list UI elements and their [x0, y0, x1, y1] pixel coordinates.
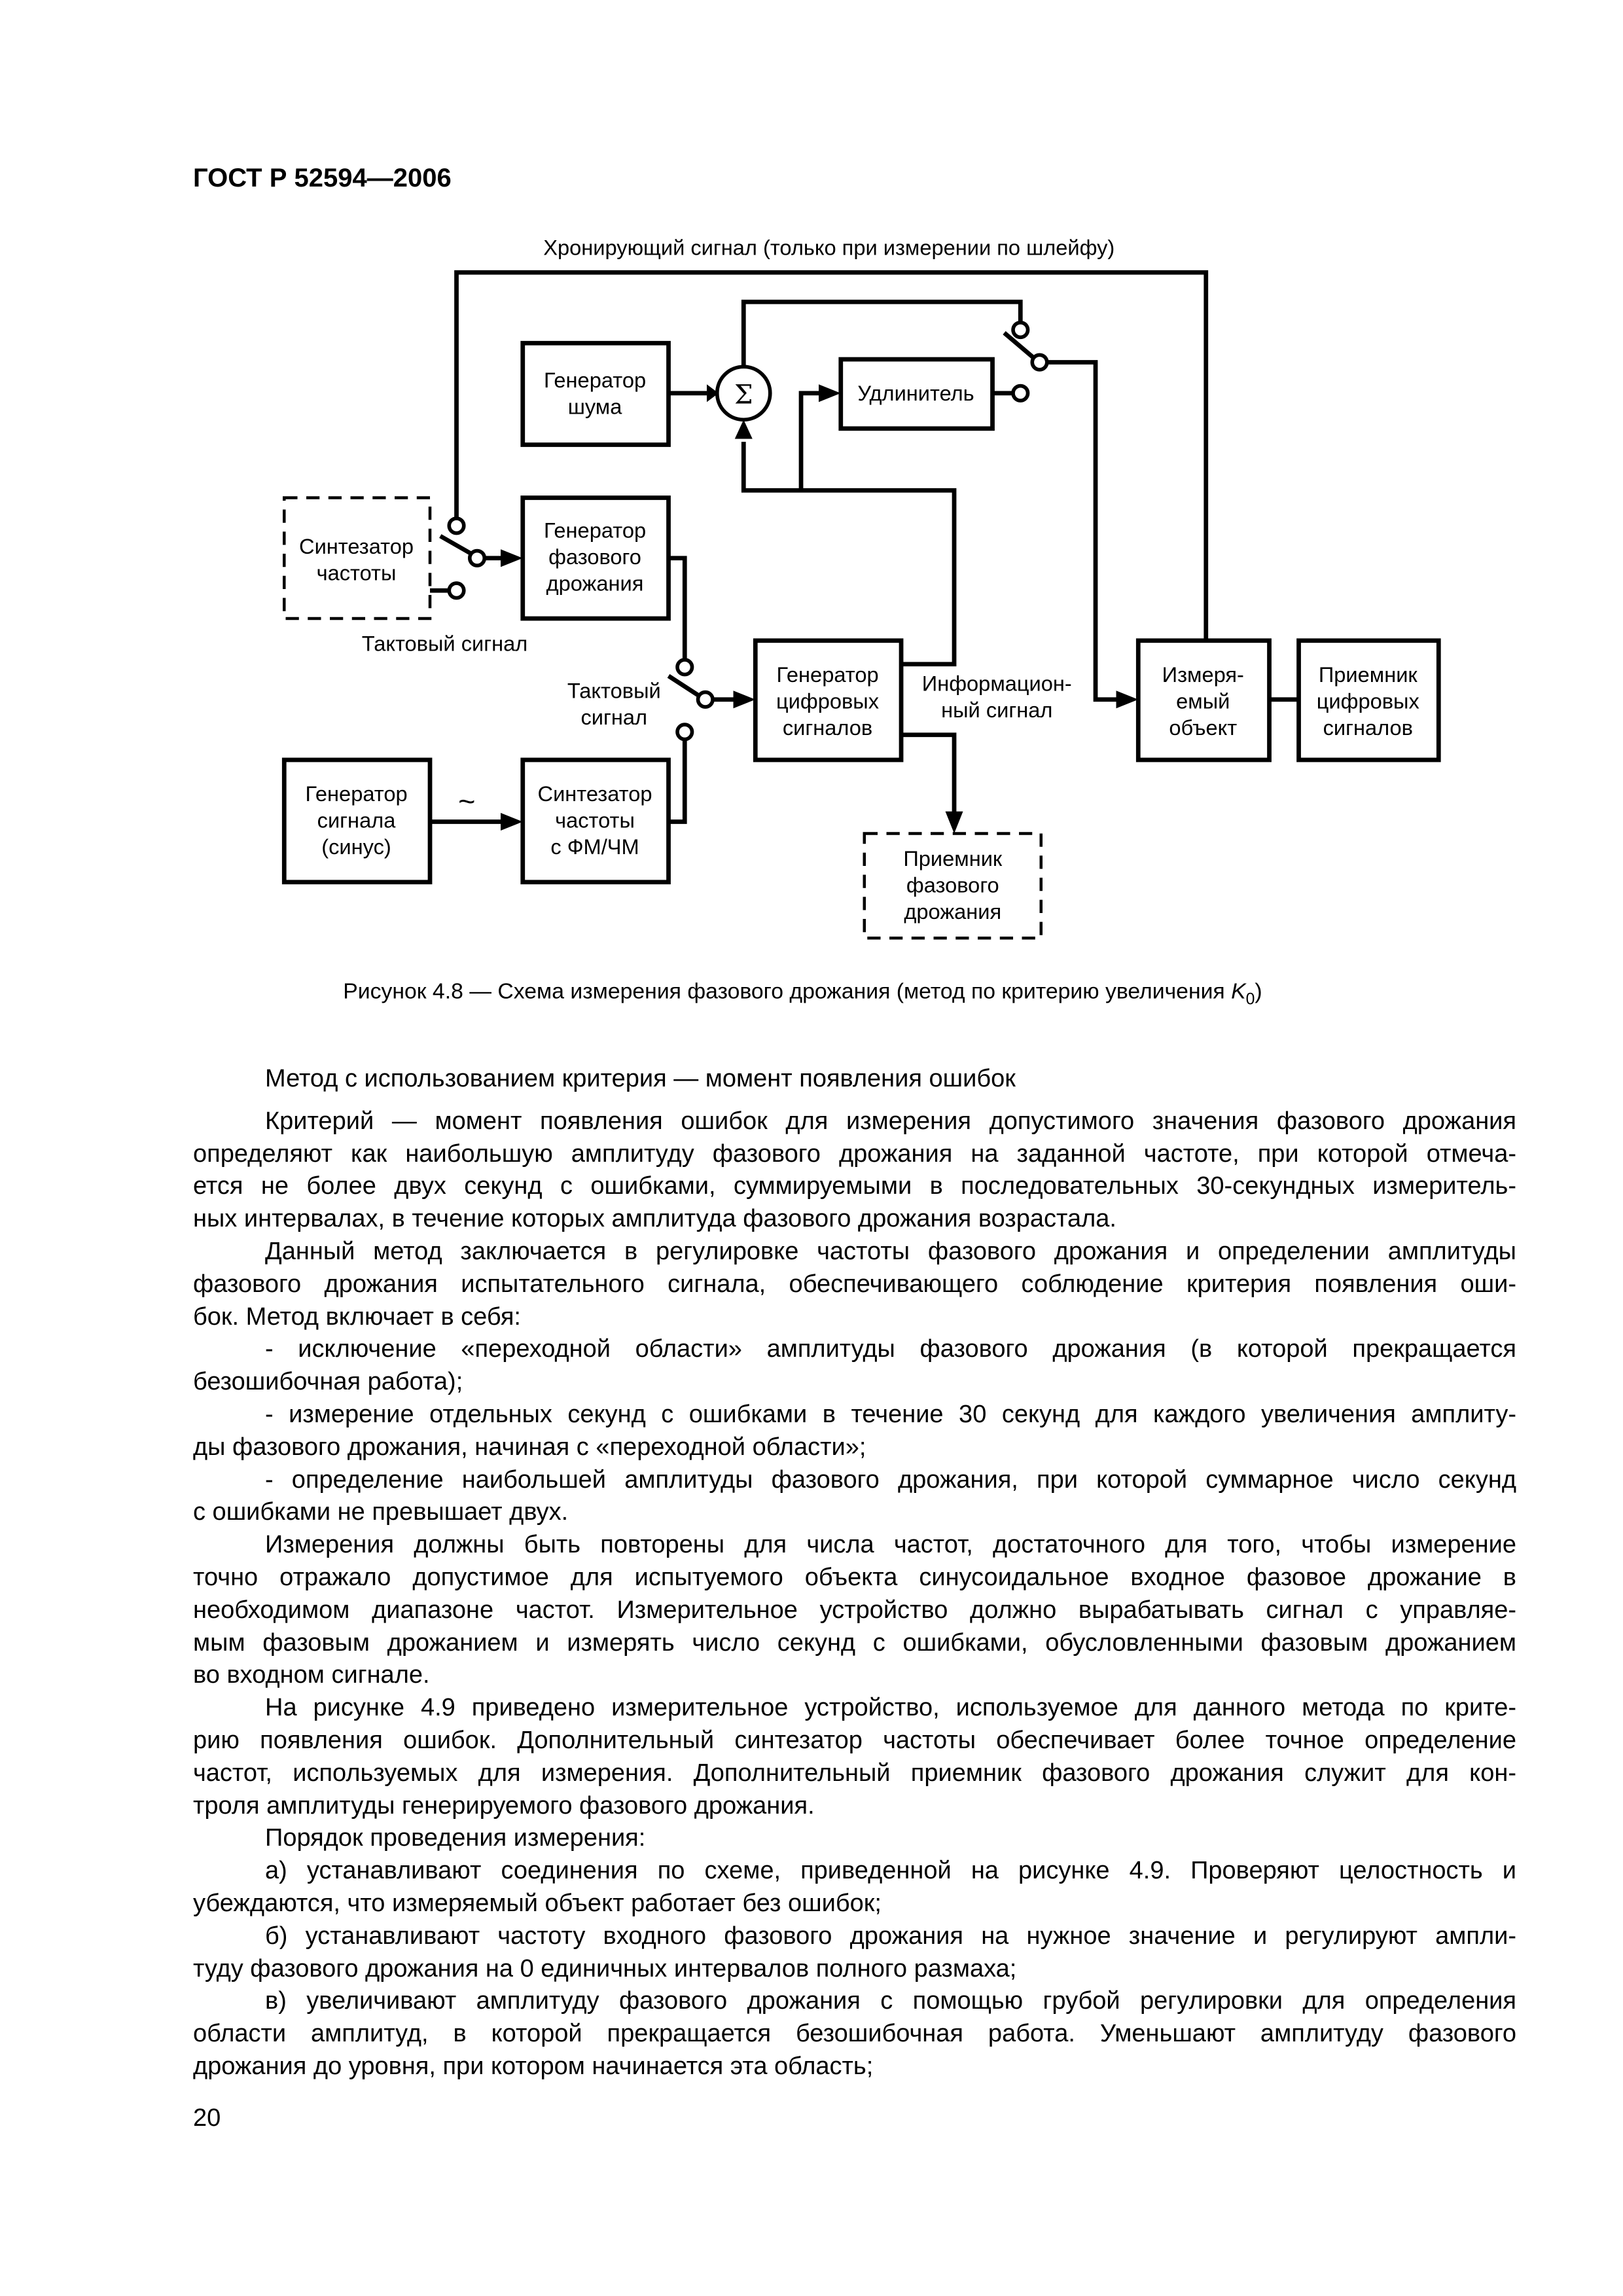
sync-loop-line	[454, 270, 1209, 641]
paragraph-line: необходимом диапазоне частот. Измеритель…	[193, 1596, 1516, 1624]
jitter-gen-out-line	[668, 556, 687, 660]
switch2-contact-pivot	[1030, 353, 1049, 372]
block-digital-gen	[753, 638, 904, 762]
paragraph-line: точно отражало допустимое для испытуемог…	[193, 1563, 1516, 1591]
paragraph-line: Метод с использованием критерия — момент…	[265, 1065, 1016, 1092]
paragraph-line: - исключение «переходной области» амплит…	[265, 1335, 1516, 1363]
arrow-icon	[819, 384, 841, 403]
paragraph-line: частот, используемых для измерения. Допо…	[193, 1759, 1516, 1787]
paragraph-line: во входном сигнале.	[193, 1661, 430, 1689]
paragraph-line: Критерий — момент появления ошибок для и…	[265, 1107, 1516, 1135]
paragraph-line: - определение наибольшей амплитуды фазов…	[265, 1465, 1516, 1494]
paragraph-line: Порядок проведения измерения:	[265, 1824, 646, 1852]
switch3-contact-top	[675, 658, 694, 677]
arrow-icon	[1116, 691, 1139, 709]
switch3-contact-bottom	[675, 723, 694, 742]
arrow-icon	[501, 813, 523, 831]
paragraph-line: Данный метод заключается в регулировке ч…	[265, 1237, 1516, 1265]
paragraph-line: дрожания до уровня, при котором начинает…	[193, 2052, 874, 2080]
switch3-lever	[667, 673, 700, 697]
switch3-contact-pivot	[696, 690, 715, 709]
figure-caption: Рисунок 4.8 — Схема измерения фазового д…	[343, 979, 1262, 1009]
document-header: ГОСТ Р 52594—2006	[193, 164, 452, 192]
paragraph-line: бок. Метод включает в себя:	[193, 1302, 521, 1331]
switch1-contact-top	[447, 516, 466, 535]
paragraph-line: б) устанавливают частоту входного фазово…	[265, 1922, 1516, 1950]
switch1-lever	[439, 534, 473, 556]
arrow-icon	[501, 549, 523, 567]
page-number: 20	[193, 2104, 221, 2132]
paragraph-line: - измерение отдельных секунд с ошибками …	[265, 1400, 1516, 1428]
block-jitter-rx	[863, 832, 1043, 940]
bypass-line	[741, 299, 1023, 367]
arrow-icon	[707, 384, 719, 403]
info-signal-label: Информацион-ный сигнал	[922, 671, 1072, 722]
body-text: Метод с использованием критерия — момент…	[193, 1063, 1516, 2083]
paragraph-line: ных интервалах, в течение которых амплит…	[193, 1205, 1116, 1233]
block-freq-synth	[283, 496, 432, 620]
paragraph-line: мым фазовым дрожанием и измерять число с…	[193, 1628, 1516, 1657]
paragraph-line: убеждаются, что измеряемый объект работа…	[193, 1889, 882, 1917]
paragraph-line: безошибочная работа);	[193, 1368, 463, 1396]
sum-symbol: Σ	[734, 379, 753, 410]
switch1-contact-pivot	[467, 548, 487, 567]
arrow-icon	[945, 811, 963, 834]
fm-synth-out-line	[668, 739, 687, 824]
switch1-contact-bottom	[447, 581, 466, 600]
paragraph-line: с ошибками не превышает двух.	[193, 1498, 569, 1526]
switch2-contact-top	[1011, 320, 1030, 340]
paragraph-line: а) устанавливают соединения по схеме, пр…	[265, 1857, 1516, 1885]
sync-signal-label: Хронирующий сигнал (только при измерении…	[543, 235, 1115, 259]
paragraph-line: области амплитуд, в которой прекращается…	[193, 2020, 1516, 2048]
paragraph-line: рию появления ошибок. Дополнительный син…	[193, 1726, 1516, 1754]
arrow-icon	[734, 420, 753, 439]
digital-gen-to-jitter-rx-line	[901, 732, 957, 815]
switch2-contact-bottom	[1011, 384, 1030, 403]
paragraph-line: туду фазового дрожания на 0 единичных ин…	[193, 1954, 1017, 1982]
paragraph-line: фазового дрожания испытательного сигнала…	[193, 1270, 1516, 1298]
paragraph-line: определяют как наибольшую амплитуду фазо…	[193, 1139, 1516, 1168]
paragraph-line: Измерения должны быть повторены для числ…	[265, 1531, 1516, 1559]
paragraph-line: ды фазового дрожания, начиная с «переход…	[193, 1433, 866, 1461]
arrow-icon	[733, 691, 756, 709]
paragraph-line: ется не более двух секунд с ошибками, су…	[193, 1172, 1516, 1200]
info-signal-line	[741, 442, 957, 667]
paragraph-line: в) увеличивают амплитуду фазового дрожан…	[265, 1987, 1516, 2015]
switch2-to-dut-line	[1046, 360, 1120, 702]
sine-symbol: ~	[458, 785, 475, 818]
switch2-lever	[1003, 331, 1035, 360]
paragraph-line: На рисунке 4.9 приведено измерительное у…	[265, 1694, 1516, 1722]
clock-signal-label: Тактовый сигнал	[362, 632, 528, 656]
paragraph-line: троля амплитуды генерируемого фазового д…	[193, 1791, 815, 1820]
paragraph-gap	[193, 1096, 1516, 1105]
block-label: Удлинитель	[857, 381, 974, 405]
info-to-extender-line	[798, 391, 822, 491]
